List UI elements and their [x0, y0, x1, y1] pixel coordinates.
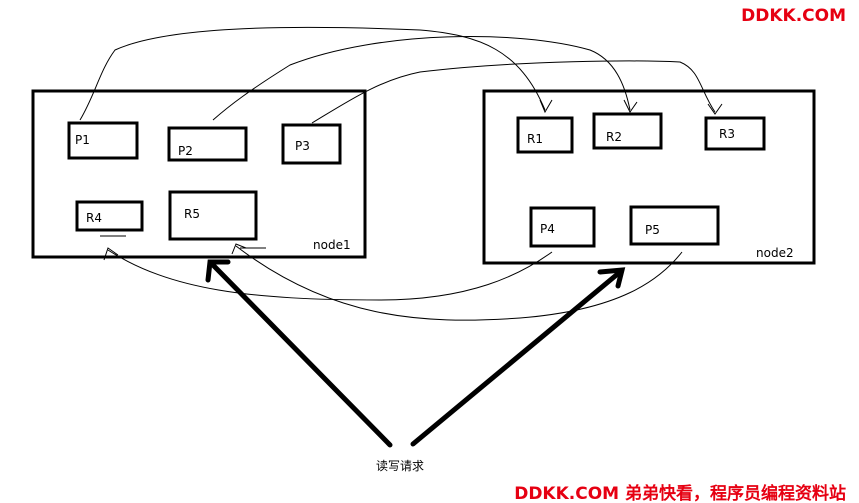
- node2: node2: [482, 89, 816, 265]
- watermark-top: DDKK.COM: [741, 6, 846, 26]
- shard-r1-label: R1: [527, 132, 543, 146]
- shard-p1-label: P1: [75, 133, 90, 147]
- arrowhead-r4: [103, 247, 119, 261]
- request-arrowhead-node2: [597, 267, 626, 289]
- node2-box: [482, 89, 816, 265]
- shard-p4: P4: [529, 206, 596, 248]
- shard-p2: P2: [167, 126, 248, 162]
- request-arrow-node2: [410, 269, 623, 447]
- replication-p4-r4: [107, 249, 553, 301]
- shard-p5: P5: [629, 205, 720, 246]
- shard-r2: R2: [592, 112, 663, 150]
- request-label: 读写请求: [376, 459, 424, 473]
- node1-box: [31, 89, 367, 259]
- request-arrowhead-node1: [205, 259, 231, 283]
- shard-p1: P1: [67, 121, 139, 160]
- shard-p4-label: P4: [540, 222, 555, 236]
- shard-r4-label: R4: [86, 211, 102, 225]
- node1: node1: [31, 89, 367, 259]
- shard-r2-label: R2: [606, 130, 622, 144]
- node2-label: node2: [756, 246, 794, 260]
- shard-r5-label: R5: [184, 207, 200, 221]
- shard-r3-label: R3: [719, 127, 735, 141]
- shard-r4: R4: [75, 200, 144, 232]
- shard-p3: P3: [281, 123, 342, 165]
- shard-r1: R1: [516, 116, 574, 154]
- shard-p2-label: P2: [178, 144, 193, 158]
- arrowhead-r3: [707, 103, 723, 115]
- request-arrows: [205, 259, 626, 448]
- replication-p1-r1: [79, 26, 546, 121]
- shard-p3-label: P3: [295, 139, 310, 153]
- replication-p2-r2: [212, 36, 631, 121]
- node1-label: node1: [313, 238, 351, 252]
- arrowhead-r2: [623, 99, 638, 113]
- shard-r3: R3: [704, 116, 766, 151]
- shard-p5-label: P5: [645, 223, 660, 237]
- shard-r5: R5: [168, 190, 258, 241]
- replication-p3-r3: [311, 60, 716, 124]
- replication-p5-r5: [235, 245, 683, 321]
- replication-lines: [79, 26, 723, 321]
- arrowhead-r5: [231, 243, 247, 255]
- arrowhead-r1: [539, 99, 553, 114]
- request-arrow-node1: [210, 262, 393, 448]
- watermark-bottom: DDKK.COM 弟弟快看，程序员编程资料站: [514, 483, 846, 503]
